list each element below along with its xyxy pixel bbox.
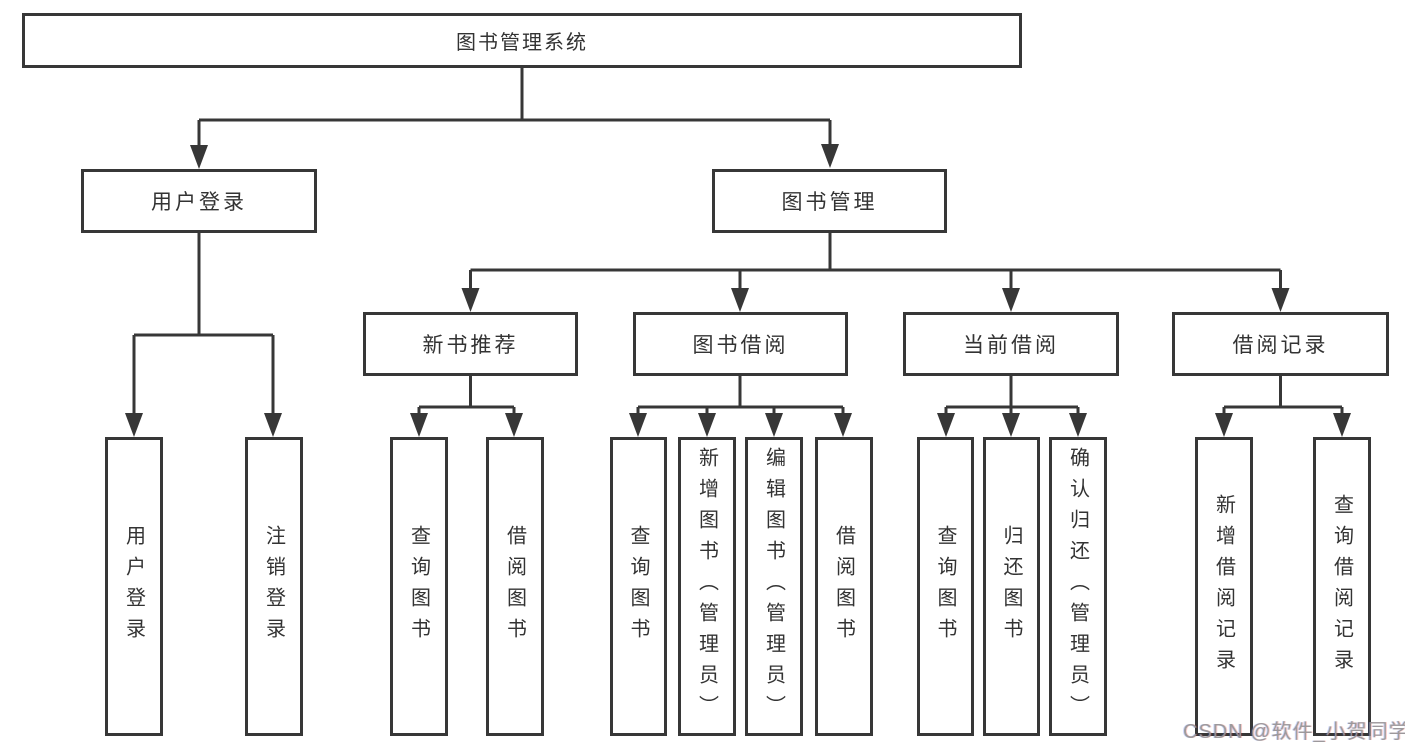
node-user-login: 用户登录: [81, 169, 317, 233]
leaf-borrow-add-books-admin: 新增图书（管理员）: [678, 437, 736, 736]
leaf-records-add-record: 新增借阅记录: [1195, 437, 1253, 736]
node-book-borrow: 图书借阅: [633, 312, 848, 376]
leaf-logout-login-label: 注销登录: [262, 524, 285, 649]
node-current-borrow-label: 当前借阅: [963, 334, 1059, 357]
node-borrow-records: 借阅记录: [1172, 312, 1389, 376]
leaf-current-query-books-label: 查询图书: [934, 524, 956, 649]
node-book-borrow-label: 图书借阅: [692, 334, 789, 357]
node-current-borrow: 当前借阅: [903, 312, 1119, 376]
node-book-management-label: 图书管理: [781, 191, 878, 214]
leaf-recommend-borrow-books: 借阅图书: [486, 437, 544, 736]
leaf-logout-login: 注销登录: [245, 437, 303, 736]
node-new-book-recommend: 新书推荐: [363, 312, 578, 376]
leaf-current-confirm-return-admin-label: 确认归还（管理员）: [1066, 447, 1089, 726]
leaf-borrow-query-books-label: 查询图书: [627, 524, 649, 649]
leaf-user-login-label: 用户登录: [122, 524, 145, 649]
leaf-current-confirm-return-admin: 确认归还（管理员）: [1049, 437, 1107, 736]
node-user-login-label: 用户登录: [151, 191, 247, 214]
leaf-borrow-borrow-books-label: 借阅图书: [832, 524, 855, 649]
node-library-management-system-label: 图书管理系统: [456, 32, 588, 54]
leaf-recommend-borrow-books-label: 借阅图书: [503, 524, 526, 649]
leaf-current-query-books: 查询图书: [917, 437, 974, 736]
leaf-recommend-query-books-label: 查询图书: [407, 524, 430, 649]
node-library-management-system: 图书管理系统: [22, 13, 1022, 68]
leaf-borrow-edit-books-admin-label: 编辑图书（管理员）: [762, 447, 785, 726]
csdn-watermark: CSDN @软件_小贺同学: [1183, 721, 1405, 743]
leaf-current-return-books-label: 归还图书: [1000, 524, 1022, 649]
leaf-borrow-query-books: 查询图书: [610, 437, 667, 736]
leaf-recommend-query-books: 查询图书: [390, 437, 448, 736]
node-new-book-recommend-label: 新书推荐: [422, 334, 519, 357]
leaf-current-return-books: 归还图书: [983, 437, 1040, 736]
leaf-user-login: 用户登录: [105, 437, 163, 736]
leaf-borrow-edit-books-admin: 编辑图书（管理员）: [745, 437, 803, 736]
leaf-records-query-record-label: 查询借阅记录: [1330, 493, 1353, 680]
node-borrow-records-label: 借阅记录: [1232, 334, 1329, 357]
leaf-records-query-record: 查询借阅记录: [1313, 437, 1371, 736]
leaf-records-add-record-label: 新增借阅记录: [1212, 493, 1235, 680]
leaf-borrow-borrow-books: 借阅图书: [815, 437, 873, 736]
node-book-management: 图书管理: [712, 169, 947, 233]
leaf-borrow-add-books-admin-label: 新增图书（管理员）: [695, 447, 718, 726]
